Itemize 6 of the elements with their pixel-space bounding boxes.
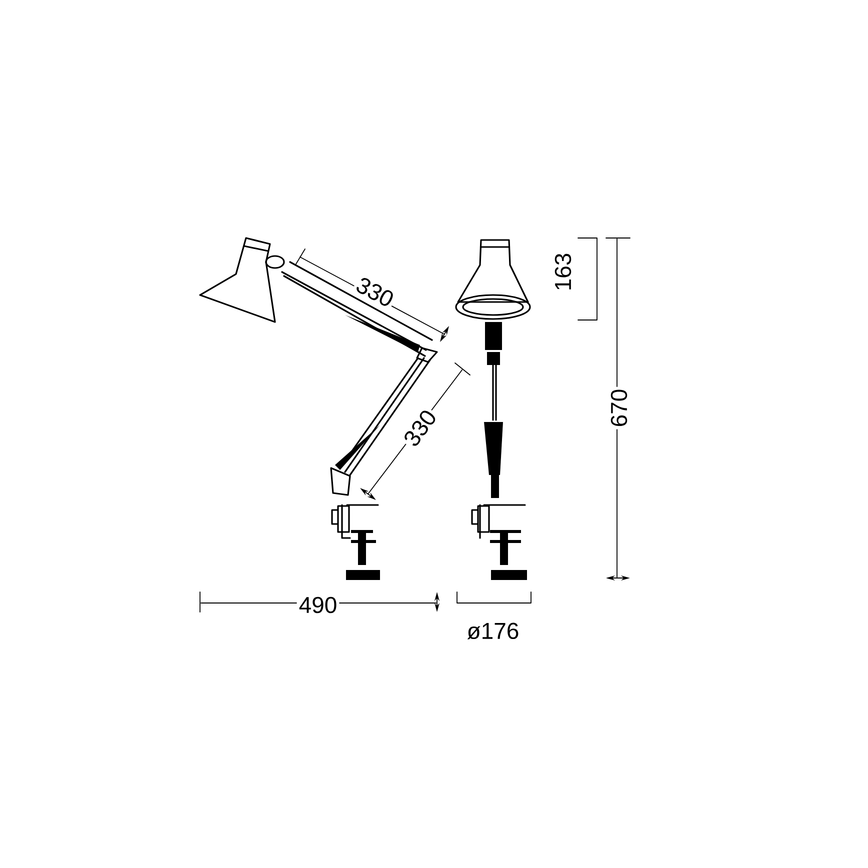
dimension-label: 330 — [352, 273, 398, 311]
dimension-label: ø176 — [464, 620, 522, 642]
dimension-label: 490 — [296, 594, 340, 616]
dimension-label: 330 — [399, 404, 441, 452]
dimension-label: 670 — [608, 386, 630, 430]
dimension-label: 163 — [552, 250, 574, 294]
